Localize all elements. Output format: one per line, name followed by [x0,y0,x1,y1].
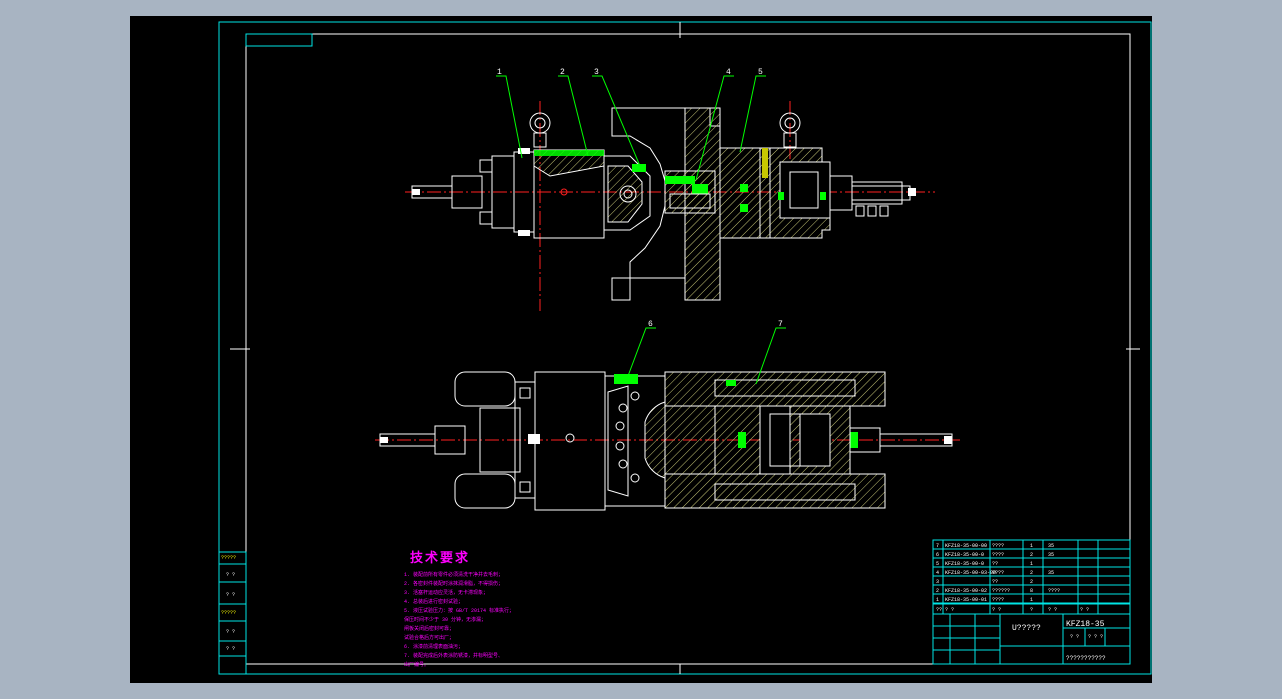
bom-cell-no: 3 [936,579,939,585]
company-name: ??????????? [1066,655,1106,662]
bom-cell-name: ???? [992,543,1004,549]
bom-cell-mat: 35 [1048,570,1054,576]
technical-requirements: 技术要求 1. 装配前所有零件必须清洗干净并去毛刺； 2. 各密封件装配时涂抹润滑… [404,550,514,668]
tech-req-line: 出厂编号。 [404,661,429,668]
strip-label: ? ? [226,646,235,652]
scale-label: ? ? [1070,634,1079,640]
balloon-1: 1 [497,68,502,77]
drawing-frame [218,21,1152,675]
sheet-label: ? ? ? [1088,634,1103,640]
strip-label: ? ? [226,629,235,635]
tech-req-title: 技术要求 [410,550,470,566]
tech-req-line: 4. 总装后进行密封试验； [404,598,463,605]
cad-drawing-area: ????? ? ? ? ? ????? ? ? ? ? [130,16,1152,683]
bom-cell-code: KFZ18-35-00-01 [945,597,987,603]
bom-cell-code: KFZ18-35-00-0 [945,561,984,567]
tech-req-line: 闸板关闭后密封可靠； [404,625,454,632]
bom-cell-no: 4 [936,570,939,576]
tech-req-line: 3. 活塞杆运动应灵活，无卡滞现象； [404,589,488,596]
bom-cell-code: KFZ18-35-00-02 [945,588,987,594]
strip-label: ? ? [226,572,235,578]
bom-header-cell: ?? [936,607,942,613]
bom-header-cell: ? ? [945,607,954,613]
top-section-view [405,101,935,311]
bom-cell-name: ?? [992,579,998,585]
left-revision-strip: ????? ? ? ? ? ????? ? ? ? ? [218,551,247,675]
title-block: U????? KFZ18-35 ? ? ? ? ? ??????????? [932,613,1131,665]
part-balloons: 1 2 3 4 5 6 7 [497,68,783,329]
strip-label: ????? [221,555,236,561]
bom-cell-qty: 1 [1030,561,1033,567]
bom-cell-name: ?? [992,561,998,567]
bom-cell-name: ?????? [992,588,1010,594]
drawing-model: KFZ18-35 [1066,620,1105,629]
bom-cell-qty: 2 [1030,570,1033,576]
bom-cell-code: KFZ18-35-00-00 [945,543,987,549]
bom-header-cell: ? [1030,607,1033,613]
strip-label: ? ? [226,592,235,598]
tech-req-line: 5. 液压试验压力：按 GB/T 20174 标准执行； [404,607,514,614]
tech-req-line: 6. 涂漆前清理表面油污； [404,643,463,650]
balloon-6: 6 [648,320,653,329]
bom-cell-name: ???? [992,552,1004,558]
bottom-plan-view [375,371,960,511]
bom-cell-qty: 2 [1030,579,1033,585]
bom-cell-mat: 35 [1048,552,1054,558]
bom-cell-qty: 8 [1030,588,1033,594]
bom-cell-qty: 2 [1030,552,1033,558]
bom-cell-mat: ???? [1048,588,1060,594]
bom-cell-mat: 35 [1048,543,1054,549]
bom-cell-no: 6 [936,552,939,558]
bom-header-cell: ? ? [1048,607,1057,613]
bom-cell-code: KFZ18-35-00-03-00 [945,570,996,576]
bom-cell-no: 2 [936,588,939,594]
bom-cell-no: 7 [936,543,939,549]
strip-label: ????? [221,610,236,616]
bom-cell-qty: 1 [1030,597,1033,603]
tech-req-line: 保压时间不少于 30 分钟，无渗漏； [404,616,486,623]
bom-cell-name: ???? [992,597,1004,603]
tech-req-line: 7. 装配完成后外表涂防锈漆，并标明型号、 [404,652,503,659]
balloon-4: 4 [726,68,731,77]
bom-header-cell: ? ? [992,607,1001,613]
tech-req-line: 试验合格后方可出厂； [404,634,454,641]
bom-cell-code: KFZ18-35-00-0 [945,552,984,558]
part-callouts [496,75,786,385]
drawing-name: U????? [1012,624,1041,633]
tech-req-line: 1. 装配前所有零件必须清洗干净并去毛刺； [404,571,503,578]
bom-cell-qty: 1 [1030,543,1033,549]
bom-cell-no: 1 [936,597,939,603]
tech-req-line: 2. 各密封件装配时涂抹润滑脂，不得损伤； [404,580,503,587]
bom-cell-no: 5 [936,561,939,567]
balloon-2: 2 [560,68,565,77]
bom-header-cell: ? ? [1080,607,1089,613]
bom-cell-name: ???? [992,570,1004,576]
balloon-5: 5 [758,68,763,77]
assembly-drawing: ????? ? ? ? ? ????? ? ? ? ? [218,21,1152,675]
balloon-3: 3 [594,68,599,77]
balloon-7: 7 [778,320,783,329]
